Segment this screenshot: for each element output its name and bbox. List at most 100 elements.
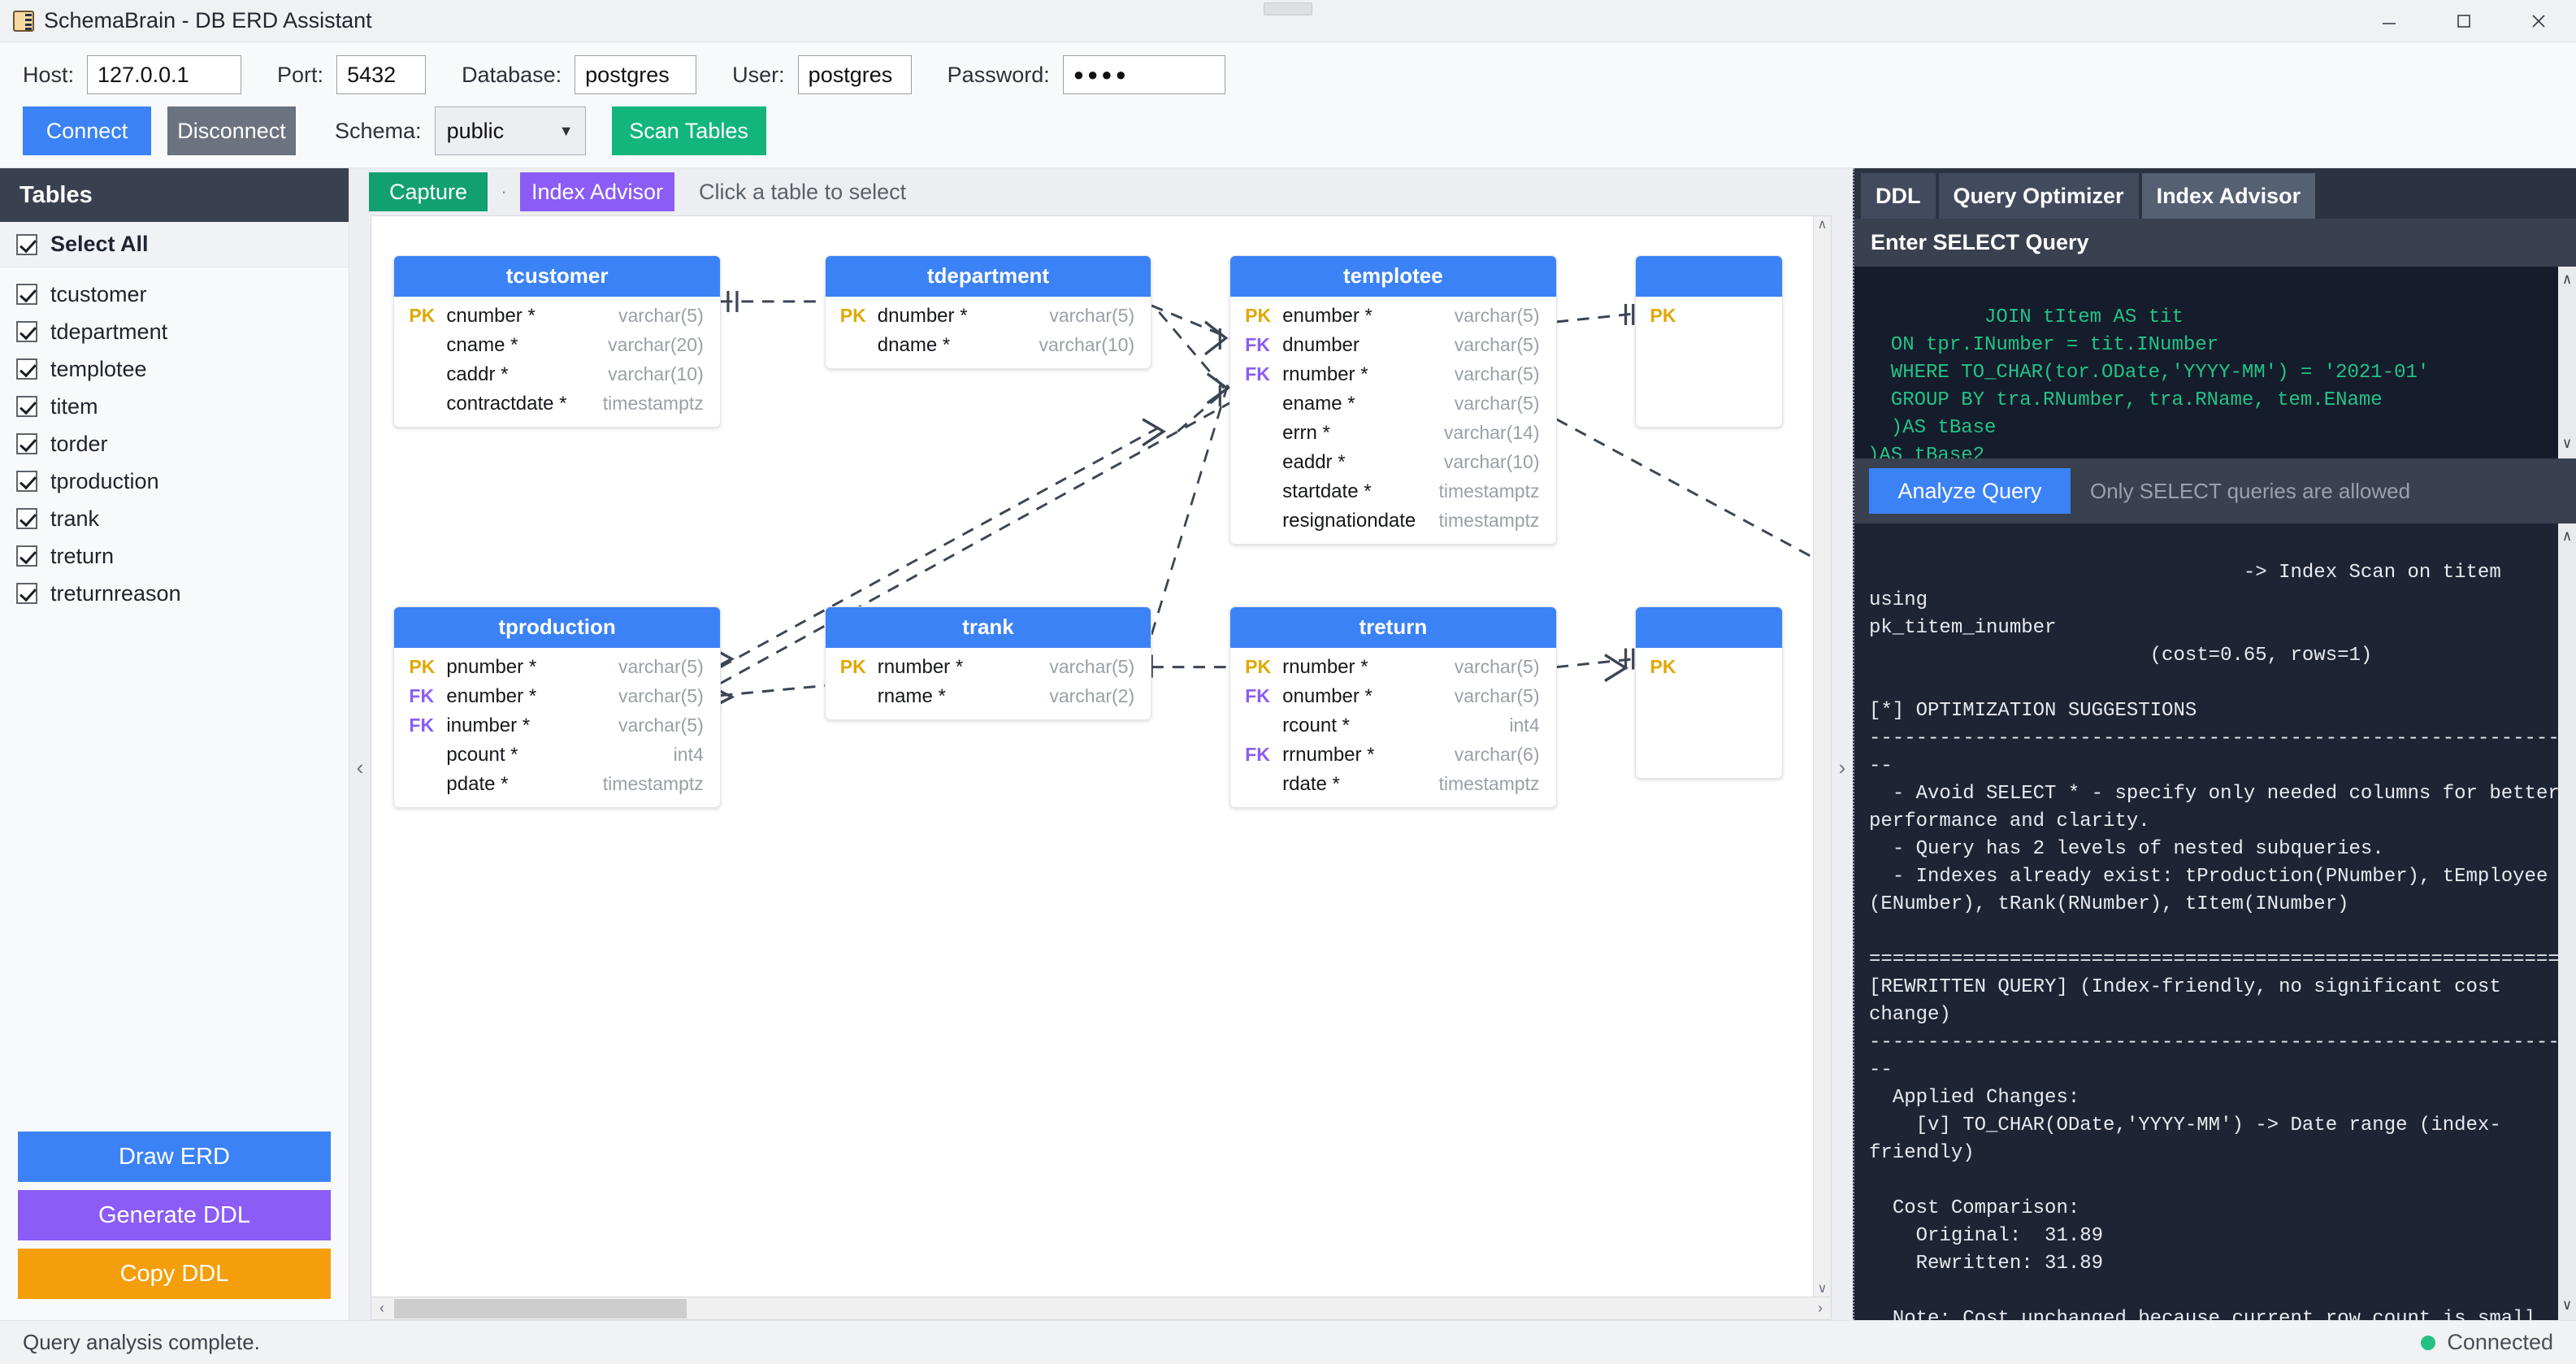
index-advisor-button[interactable]: Index Advisor (520, 172, 674, 211)
tab-index-advisor[interactable]: Index Advisor (2141, 173, 2316, 219)
sql-scroll-down-icon[interactable]: ∨ (2562, 437, 2572, 453)
analysis-output[interactable]: -> Index Scan on titem using pk_titem_in… (1854, 523, 2576, 1320)
window-drag-grip[interactable] (1264, 2, 1312, 15)
primary-key-badge: PK (839, 656, 866, 678)
erd-table-name (1635, 606, 1783, 648)
schema-select[interactable]: public ▼ (434, 106, 586, 155)
scroll-left-icon[interactable]: ‹ (379, 1300, 384, 1316)
output-scroll-down-icon[interactable]: ∨ (2562, 1298, 2572, 1314)
erd-column-type: varchar(5) (1454, 334, 1540, 356)
scroll-right-icon[interactable]: › (1818, 1300, 1823, 1316)
connect-button[interactable]: Connect (23, 106, 151, 155)
table-checkbox[interactable] (16, 433, 37, 454)
table-checkbox[interactable] (16, 396, 37, 417)
enter-query-label: Enter SELECT Query (1854, 219, 2576, 267)
table-checkbox[interactable] (16, 508, 37, 529)
canvas-wrapper: ‹ (349, 215, 1853, 1320)
primary-key-badge: PK (1650, 305, 1676, 327)
table-checkbox[interactable] (16, 284, 37, 305)
scroll-up-icon[interactable]: ∧ (1817, 218, 1828, 232)
erd-table-card-partial[interactable]: PK (1634, 606, 1784, 779)
erd-center-panel: Capture · Index Advisor Click a table to… (349, 168, 1853, 1320)
output-scrollbar[interactable]: ∧ ∨ (2558, 523, 2576, 1320)
host-input[interactable]: 127.0.0.1 (87, 55, 242, 94)
tab-ddl[interactable]: DDL (1861, 173, 1936, 219)
password-input[interactable]: ●●●● (1062, 55, 1225, 94)
hscroll-track[interactable] (392, 1298, 1810, 1319)
database-input[interactable]: postgres (575, 55, 697, 94)
table-checkbox[interactable] (16, 545, 37, 567)
draw-erd-button[interactable]: Draw ERD (18, 1132, 331, 1182)
output-scroll-up-icon[interactable]: ∧ (2562, 529, 2572, 545)
primary-key-badge: PK (409, 305, 436, 327)
erd-table-name: tcustomer (394, 255, 720, 297)
sql-scroll-up-icon[interactable]: ∧ (2562, 272, 2572, 289)
scroll-down-icon[interactable]: ∨ (1817, 1282, 1828, 1296)
erd-column-type: varchar(20) (608, 334, 704, 356)
collapse-right-icon[interactable]: › (1832, 215, 1853, 1320)
table-list-item[interactable]: treturnreason (0, 575, 349, 612)
capture-button[interactable]: Capture (369, 172, 488, 211)
copy-ddl-button[interactable]: Copy DDL (18, 1249, 331, 1299)
scan-tables-button[interactable]: Scan Tables (611, 106, 766, 155)
erd-column-list: PK (1636, 297, 1783, 427)
table-checkbox[interactable] (16, 471, 37, 492)
erd-column-type: varchar(5) (1454, 685, 1540, 707)
table-list-item[interactable]: tproduction (0, 463, 349, 500)
table-checkbox[interactable] (16, 583, 37, 604)
erd-column-type: varchar(5) (1454, 363, 1540, 385)
canvas-hint: Click a table to select (699, 179, 907, 204)
port-input[interactable]: 5432 (336, 55, 427, 94)
erd-table-card-partial[interactable]: PK (1634, 254, 1784, 428)
collapse-left-icon[interactable]: ‹ (349, 215, 371, 1320)
maximize-button[interactable] (2426, 0, 2501, 42)
erd-column-row (1636, 360, 1783, 389)
connection-fields-row: Host: 127.0.0.1 Port: 5432 Database: pos… (0, 54, 2576, 96)
table-list-item[interactable]: tdepartment (0, 313, 349, 350)
primary-key-badge: PK (1245, 305, 1272, 327)
generate-ddl-button[interactable]: Generate DDL (18, 1190, 331, 1240)
disconnect-button[interactable]: Disconnect (167, 106, 296, 155)
select-all-row[interactable]: Select All (0, 222, 349, 267)
table-list-item[interactable]: trank (0, 500, 349, 537)
tab-query-optimizer[interactable]: Query Optimizer (1938, 173, 2139, 219)
erd-column-name: contractdate * (446, 392, 567, 415)
table-checkbox[interactable] (16, 321, 37, 342)
table-checkbox[interactable] (16, 358, 37, 380)
erd-column-row (1636, 682, 1783, 711)
erd-column-name: ename * (1282, 392, 1355, 415)
table-list-item[interactable]: torder (0, 425, 349, 463)
table-list-item[interactable]: tcustomer (0, 276, 349, 313)
analyze-query-button[interactable]: Analyze Query (1869, 468, 2071, 514)
erd-column-type: varchar(14) (1443, 422, 1540, 444)
erd-column-name: caddr * (446, 363, 509, 385)
hscroll-thumb[interactable] (394, 1298, 687, 1318)
sql-editor-scrollbar[interactable]: ∧ ∨ (2558, 267, 2576, 458)
table-list-item[interactable]: templotee (0, 350, 349, 388)
erd-column-name: pnumber * (446, 655, 537, 678)
table-list-item[interactable]: treturn (0, 537, 349, 575)
select-all-checkbox[interactable] (16, 233, 37, 255)
sql-query-editor[interactable]: JOIN tItem AS tit ON tpr.INumber = tit.I… (1854, 267, 2576, 458)
connection-status: Connected (2421, 1330, 2553, 1355)
user-input[interactable]: postgres (797, 55, 912, 94)
minimize-button[interactable] (2352, 0, 2426, 42)
canvas-horizontal-scrollbar[interactable]: ‹ › (371, 1297, 1832, 1320)
close-button[interactable] (2501, 0, 2576, 42)
erd-column-row (1636, 741, 1783, 770)
canvas-vertical-scrollbar[interactable]: ∧ ∨ (1814, 215, 1832, 1297)
table-list-item[interactable]: titem (0, 388, 349, 425)
erd-table-name: tdepartment (825, 255, 1151, 297)
